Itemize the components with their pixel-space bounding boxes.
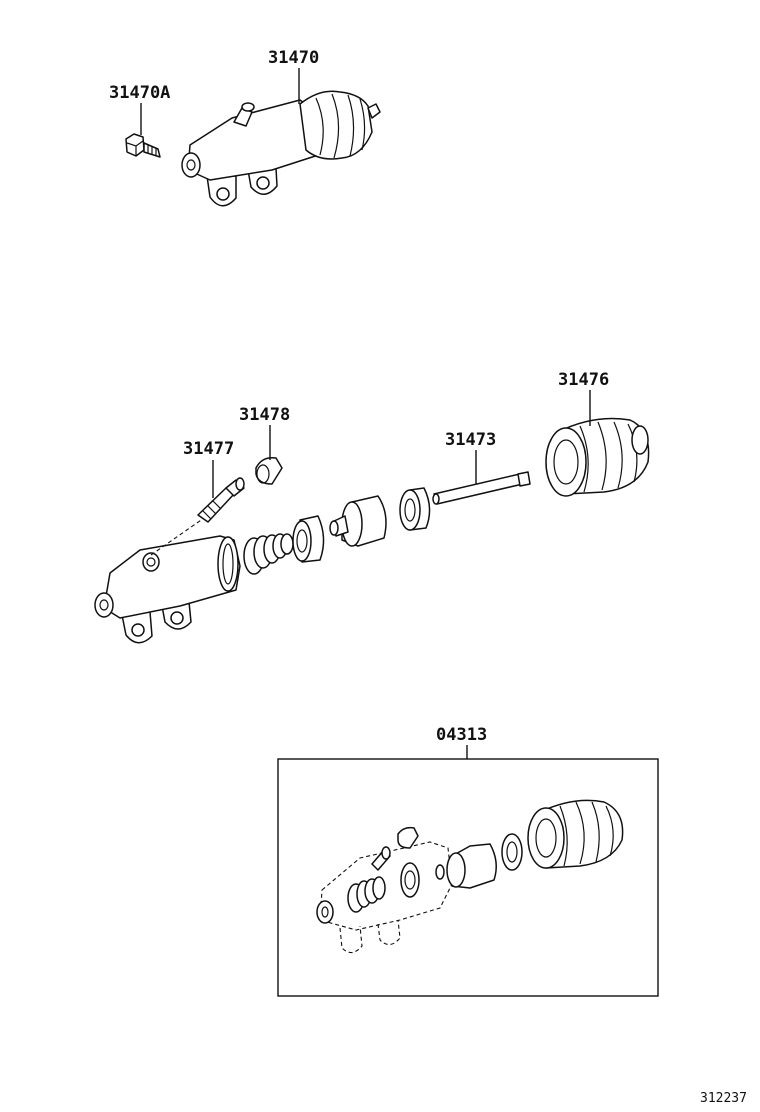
diagram-ref-number: 312237 [700,1091,747,1106]
bleeder-cap-31478 [255,456,283,485]
bolt-31470a [125,133,161,158]
bleeder-plug-31477 [197,477,245,523]
repair-kit-contents [316,799,624,954]
label-31478: 31478 [239,405,290,425]
cylinder-body-exploded [94,535,241,644]
label-31470a: 31470A [109,83,170,103]
push-rod-31473 [432,471,531,505]
piston-cup [292,515,325,563]
label-31470: 31470 [268,48,319,68]
repair-kit-box [277,758,659,997]
label-31477: 31477 [183,439,234,459]
boot-31476 [545,417,650,497]
label-04313: 04313 [436,725,487,745]
cylinder-assy-31470 [181,90,381,207]
label-31476: 31476 [558,370,609,390]
piston [329,495,387,547]
piston-seal [399,487,431,531]
assembly-guide-bleeder [150,517,205,556]
label-31473: 31473 [445,430,496,450]
piston-spring [243,533,294,575]
